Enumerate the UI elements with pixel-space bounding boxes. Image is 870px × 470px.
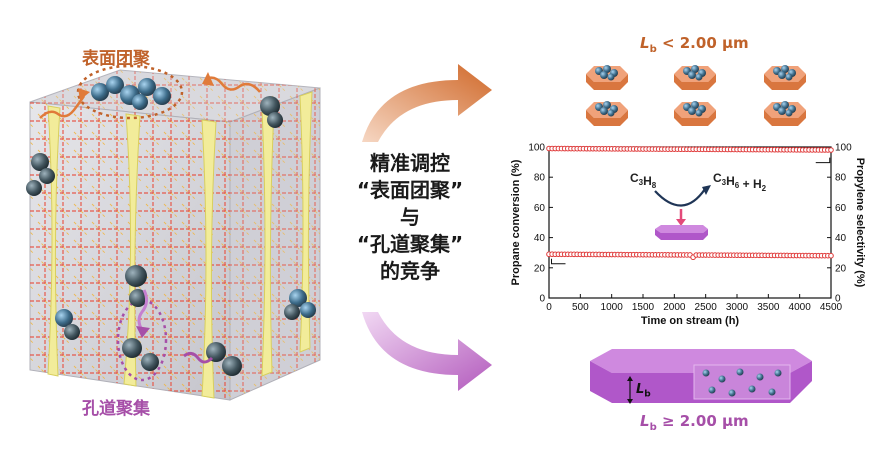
y-left-tick-label: 80 xyxy=(534,173,546,184)
reaction-arrow xyxy=(654,188,706,207)
crystal-small-3 xyxy=(764,65,806,90)
conversion-point xyxy=(828,252,834,259)
crystal-small-5 xyxy=(674,101,716,126)
surface-metal-clusters xyxy=(26,76,316,340)
y-right-tick-label: 80 xyxy=(835,173,847,184)
crystal-small-2 xyxy=(674,65,716,90)
y-left-axis-title: Propane conversion (%) xyxy=(510,159,522,285)
x-axis-title: Time on stream (h) xyxy=(641,315,740,327)
down-arrow-head xyxy=(676,219,686,226)
x-tick-label: 0 xyxy=(546,302,552,313)
lb-bottom-label: Lb ≥ 2.00 μm xyxy=(640,412,749,433)
large-crystal-slab xyxy=(590,349,812,404)
orange-curved-arrow xyxy=(362,64,492,142)
x-tick-label: 1500 xyxy=(632,302,655,313)
y-right-axis-title: Propylene selectivity (%) xyxy=(854,158,865,288)
lb-top-label: Lb < 2.00 μm xyxy=(640,34,749,55)
x-tick-label: 2000 xyxy=(663,302,686,313)
x-tick-label: 4000 xyxy=(789,302,812,313)
purple-arrow-channel xyxy=(137,289,149,331)
crystal-small-4 xyxy=(586,101,628,126)
x-tick-label: 500 xyxy=(572,302,589,313)
y-left-tick-label: 0 xyxy=(539,294,545,305)
x-tick-label: 3500 xyxy=(757,302,780,313)
center-line-5: 的竞争 xyxy=(380,259,440,283)
mini-slab-body xyxy=(655,229,708,240)
center-line-3: 与 xyxy=(400,205,420,229)
crystal-small-1 xyxy=(586,65,628,90)
left-axis-indicator xyxy=(551,258,566,265)
selectivity-point xyxy=(828,147,834,153)
y-left-tick-label: 60 xyxy=(534,203,546,214)
surface-aggregation-marker xyxy=(76,64,184,120)
right-axis-indicator xyxy=(815,157,831,164)
pore-aggregation-marker xyxy=(116,298,168,382)
mini-slab-top xyxy=(655,225,708,233)
y-left-tick-label: 20 xyxy=(534,263,546,274)
center-arrows xyxy=(362,64,492,391)
center-line-1: 精准调控 xyxy=(370,151,450,175)
x-tick-label: 2500 xyxy=(695,302,718,313)
zeolite-crystal-illustration xyxy=(26,64,321,401)
reaction-reactant: C3H8 xyxy=(630,171,657,190)
plot-frame xyxy=(548,146,832,299)
x-tick-label: 3000 xyxy=(726,302,749,313)
crystal-small-6 xyxy=(764,101,806,126)
y-right-tick-label: 0 xyxy=(835,294,841,305)
center-line-2: “表面团聚” xyxy=(356,178,464,202)
y-right-tick-label: 20 xyxy=(835,263,847,274)
y-right-tick-label: 100 xyxy=(835,143,852,154)
small-crystals-grid xyxy=(586,65,806,126)
pore-aggregation-label: 孔道聚集 xyxy=(82,399,150,419)
y-left-tick-label: 100 xyxy=(528,143,545,154)
center-caption: 精准调控 “表面团聚” 与 “孔道聚集” 的竞争 xyxy=(335,150,485,285)
center-line-4: “孔道聚集” xyxy=(356,232,464,256)
orange-arrow-right xyxy=(207,76,261,93)
pore-channels xyxy=(47,91,313,399)
surface-aggregation-label: 表面团聚 xyxy=(82,49,150,69)
y-left-tick-label: 40 xyxy=(534,233,546,244)
y-right-tick-label: 60 xyxy=(835,203,847,214)
y-right-tick-label: 40 xyxy=(835,233,847,244)
x-tick-label: 1000 xyxy=(601,302,624,313)
reaction-arrowhead xyxy=(702,185,711,195)
pore-metal-clusters xyxy=(122,265,242,376)
orange-arrow-left xyxy=(39,95,86,119)
purple-curved-arrow xyxy=(362,312,492,391)
slab-clusters xyxy=(702,368,782,397)
purple-arrow-bottom xyxy=(183,351,214,364)
x-tick-label: 4500 xyxy=(820,302,843,313)
reaction-products: C3H6 + H2 xyxy=(713,171,767,193)
lb-slab-label: Lb xyxy=(636,382,651,400)
